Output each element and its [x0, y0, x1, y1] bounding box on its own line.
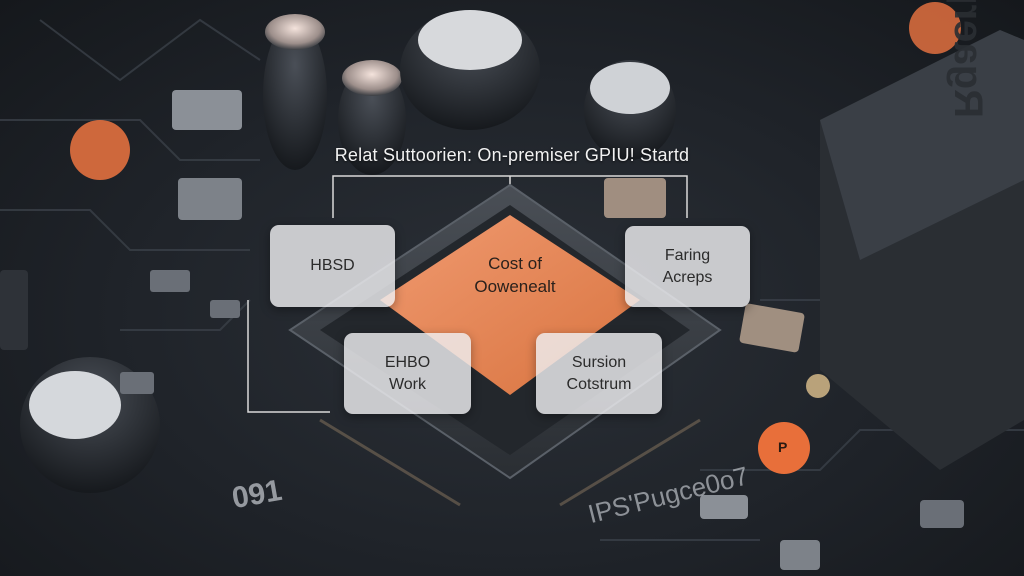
pad-label: P: [778, 439, 788, 455]
capacitors: [20, 10, 676, 493]
component-marking: Rgaerplo: [946, 0, 990, 118]
diagram-title: Relat Suttoorien: On-premiser GPIU! Star…: [334, 145, 690, 165]
smd-components: [0, 90, 964, 570]
pcb-traces: [0, 18, 1024, 541]
card-top-left: HBSD: [270, 225, 395, 307]
large-component: [820, 30, 1024, 470]
accent-pads: [70, 2, 961, 474]
card-top-left-label: HBSD: [310, 257, 355, 274]
